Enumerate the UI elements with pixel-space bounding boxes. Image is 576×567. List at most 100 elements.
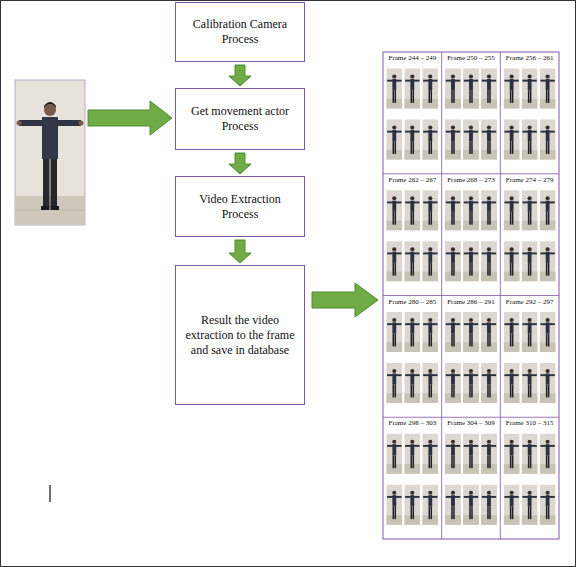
frame-thumbnail (404, 485, 420, 525)
frame-thumbnails (386, 69, 555, 525)
frame-thumbnail (386, 485, 402, 525)
frame-thumbnail (463, 190, 479, 230)
frame-label: Frame 274 – 279 (505, 176, 555, 184)
frame-thumbnail (404, 241, 420, 281)
frame-thumbnail (463, 69, 479, 109)
frame-thumbnail (522, 190, 538, 230)
frame-label: Frame 298 – 303 (388, 419, 438, 427)
frame-thumbnail (522, 434, 538, 474)
frame-thumbnail (386, 120, 402, 160)
frame-thumbnail (481, 190, 497, 230)
frame-thumbnail (504, 69, 520, 109)
process-text: Get movement actor Process (184, 104, 296, 134)
frame-thumbnail (404, 434, 420, 474)
frame-thumbnail (404, 190, 420, 230)
frame-thumbnail (404, 69, 420, 109)
frame-thumbnail (445, 69, 461, 109)
frame-thumbnail (422, 69, 438, 109)
block-arrow (88, 101, 172, 135)
frame-thumbnail (463, 312, 479, 352)
flow-arrow (229, 153, 251, 174)
frame-label: Frame 292 – 297 (505, 298, 555, 306)
frame-thumbnail (445, 434, 461, 474)
frame-thumbnail (504, 190, 520, 230)
process-text: Calibration Camera Process (184, 17, 296, 47)
frame-thumbnail (445, 120, 461, 160)
frame-thumbnail (540, 120, 556, 160)
frame-thumbnail (445, 485, 461, 525)
frame-thumbnail (463, 241, 479, 281)
frame-thumbnail (540, 434, 556, 474)
frame-thumbnail (540, 312, 556, 352)
frame-label: Frame 280 – 285 (388, 298, 438, 306)
frame-label: Frame 262 – 267 (388, 176, 438, 184)
frame-thumbnail (481, 120, 497, 160)
frame-thumbnail (481, 241, 497, 281)
frame-label: Frame 268 – 273 (446, 176, 496, 184)
frame-thumbnail (522, 241, 538, 281)
frame-thumbnail (463, 434, 479, 474)
frame-thumbnail (445, 190, 461, 230)
frame-thumbnail (422, 120, 438, 160)
frame-label: Frame 304 – 309 (446, 419, 496, 427)
frame-thumbnail (463, 363, 479, 403)
frame-label: Frame 256 – 261 (505, 54, 555, 62)
frames-panel (383, 52, 559, 539)
frame-thumbnail (422, 312, 438, 352)
frame-thumbnail (404, 312, 420, 352)
process-box: Get movement actor Process (175, 88, 305, 150)
frame-thumbnail (504, 363, 520, 403)
frame-thumbnail (386, 363, 402, 403)
frame-label: Frame 310 – 315 (505, 419, 555, 427)
frame-thumbnail (504, 434, 520, 474)
flow-arrow (229, 65, 251, 86)
frame-thumbnail (422, 434, 438, 474)
frame-thumbnail (422, 485, 438, 525)
block-arrow (312, 283, 378, 317)
frame-thumbnail (386, 241, 402, 281)
process-text: Result the video extraction to the frame… (184, 313, 296, 358)
frame-thumbnail (386, 312, 402, 352)
flow-arrow (229, 240, 251, 263)
frame-thumbnail (522, 363, 538, 403)
frame-thumbnail (522, 485, 538, 525)
frame-thumbnail (404, 363, 420, 403)
frame-thumbnail (404, 120, 420, 160)
frame-thumbnail (481, 363, 497, 403)
frame-label: Frame 250 – 255 (446, 54, 496, 62)
frame-thumbnail (463, 120, 479, 160)
frame-thumbnail (504, 485, 520, 525)
frame-thumbnail (386, 69, 402, 109)
frame-thumbnail (386, 434, 402, 474)
frame-thumbnail (481, 485, 497, 525)
process-box: Calibration Camera Process (175, 2, 305, 62)
cursor-mark (49, 485, 50, 502)
frame-thumbnail (463, 485, 479, 525)
frame-thumbnail (422, 363, 438, 403)
frame-label: Frame 244 – 249 (388, 54, 438, 62)
frame-thumbnail (522, 312, 538, 352)
process-box: Result the video extraction to the frame… (175, 265, 305, 405)
frame-thumbnail (481, 69, 497, 109)
frame-thumbnail (481, 312, 497, 352)
frame-thumbnail (445, 363, 461, 403)
frame-thumbnail (522, 120, 538, 160)
process-box: Video Extraction Process (175, 176, 305, 237)
frame-thumbnail (445, 241, 461, 281)
frame-thumbnail (540, 485, 556, 525)
frame-thumbnail (445, 312, 461, 352)
frame-thumbnail (422, 241, 438, 281)
frame-thumbnail (504, 241, 520, 281)
frame-thumbnail (504, 312, 520, 352)
frame-thumbnail (504, 120, 520, 160)
frame-thumbnail (540, 69, 556, 109)
frame-thumbnail (386, 190, 402, 230)
frame-thumbnail (422, 190, 438, 230)
frame-thumbnail (481, 434, 497, 474)
frame-label: Frame 286 – 291 (446, 298, 496, 306)
frame-thumbnail (540, 241, 556, 281)
frame-thumbnail (540, 363, 556, 403)
frame-thumbnail (540, 190, 556, 230)
